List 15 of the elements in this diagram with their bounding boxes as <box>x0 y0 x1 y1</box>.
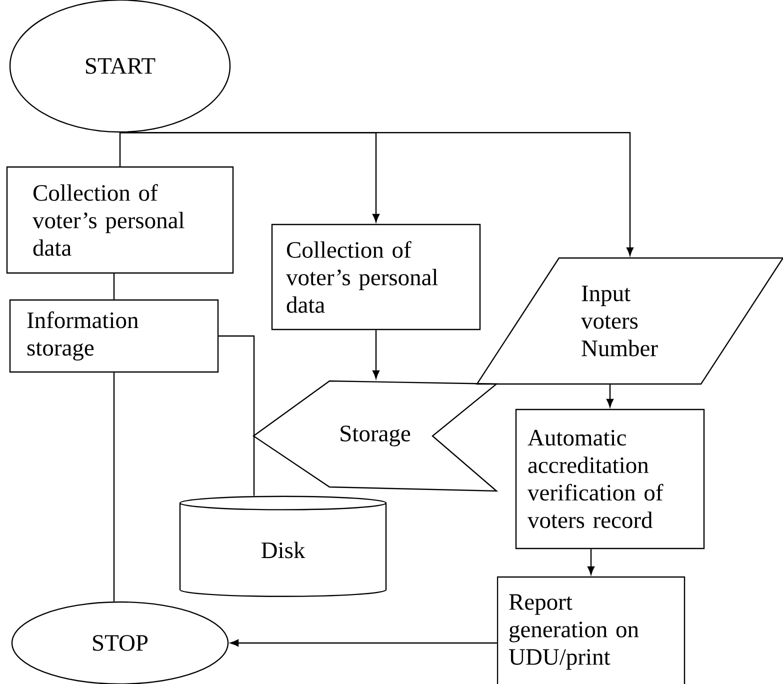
arrow <box>120 132 634 256</box>
disk-cylinder: Disk <box>179 496 387 597</box>
arrow <box>606 384 614 408</box>
connector-line <box>119 132 121 166</box>
arrow <box>230 639 497 647</box>
arrow <box>372 330 380 379</box>
arrow <box>587 549 595 575</box>
process-box: Automatic accreditation verification of voters record <box>515 408 705 550</box>
connector-line <box>113 372 115 602</box>
process-box: Collection of voter’s personal data <box>271 224 481 330</box>
process-box: Collection of voter’s personal data <box>6 166 234 274</box>
connector-line <box>218 335 255 496</box>
connector-line <box>113 274 115 300</box>
process-box: Report generation on UDU/print <box>496 576 686 684</box>
process-box: Information storage <box>9 299 219 373</box>
